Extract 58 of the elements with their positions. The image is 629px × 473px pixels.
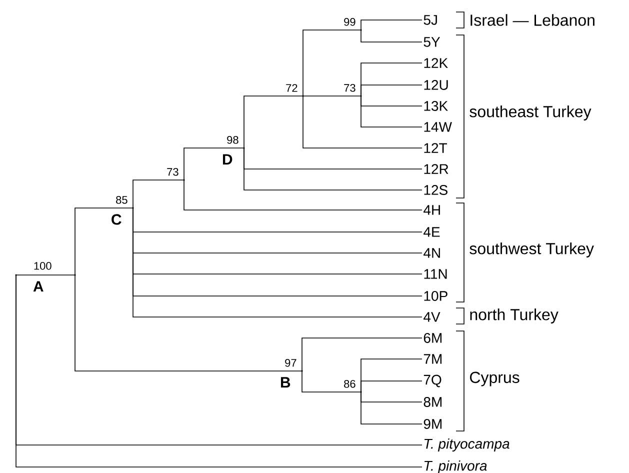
tree-branch [302,370,362,392]
tree-branch [184,180,422,210]
tree-branch [132,180,184,208]
leaf-label: 14W [424,122,452,132]
tree-branch [360,380,422,392]
leaf-label: 5J [424,15,437,25]
leaf-label: 12K [424,58,448,68]
region-label: southeast Turkey [470,106,592,120]
bootstrap-value: 73 [344,84,356,92]
bootstrap-value: 73 [167,168,178,176]
region-label: north Turkey [470,308,558,324]
bootstrap-value: 86 [344,380,356,388]
tree-branch [244,96,304,148]
tree-branch [302,338,422,372]
bootstrap-value: 97 [285,359,296,367]
bootstrap-value: 100 [34,262,52,270]
tree-branch [360,84,422,96]
tree-branch [74,208,134,276]
tree-branch [360,20,422,30]
clade-letter: B [280,377,290,388]
tree-branch [244,148,422,190]
leaf-label: 4H [424,205,440,215]
leaf-label: 12R [424,164,448,174]
bootstrap-value: 85 [116,196,128,204]
bootstrap-value: 72 [286,84,298,92]
tree-branch [132,208,422,318]
bootstrap-value: 99 [344,18,356,26]
tree-branch [360,30,422,42]
leaf-label: 11N [424,269,447,279]
tree-branch [360,392,422,424]
leaf-label: 12T [424,143,447,153]
clade-letter: A [33,281,44,292]
region-label: Cyprus [470,372,520,386]
leaf-label: 7Q [424,374,442,388]
region-label: southwest Turkey [470,242,594,258]
leaf-label: 12S [424,185,448,195]
clade-letter: C [112,214,122,225]
leaf-label: 13K [424,101,448,111]
leaf-label: 8M [424,397,442,407]
leaf-label: 5Y [424,37,440,47]
tree-branch [302,96,422,148]
tree-branch [184,148,244,180]
leaf-label: 7M [424,354,442,364]
leaf-label: 4E [424,227,440,237]
clade-letter: D [222,154,232,164]
tree-branch [302,30,362,96]
leaf-label: 10P [424,291,448,301]
leaf-label: 6M [424,333,442,343]
bootstrap-value: 98 [227,136,238,144]
leaf-label: T. pityocampa [424,438,510,452]
leaf-label: 4N [424,248,440,258]
leaf-label: 9M [424,419,442,429]
region-label: Israel — Lebanon [470,14,594,26]
tree-branch [16,274,76,276]
leaf-label: 4V [424,312,440,322]
leaf-label: 12U [424,80,448,90]
tree-branch [74,274,302,372]
tree-branch [360,96,422,128]
